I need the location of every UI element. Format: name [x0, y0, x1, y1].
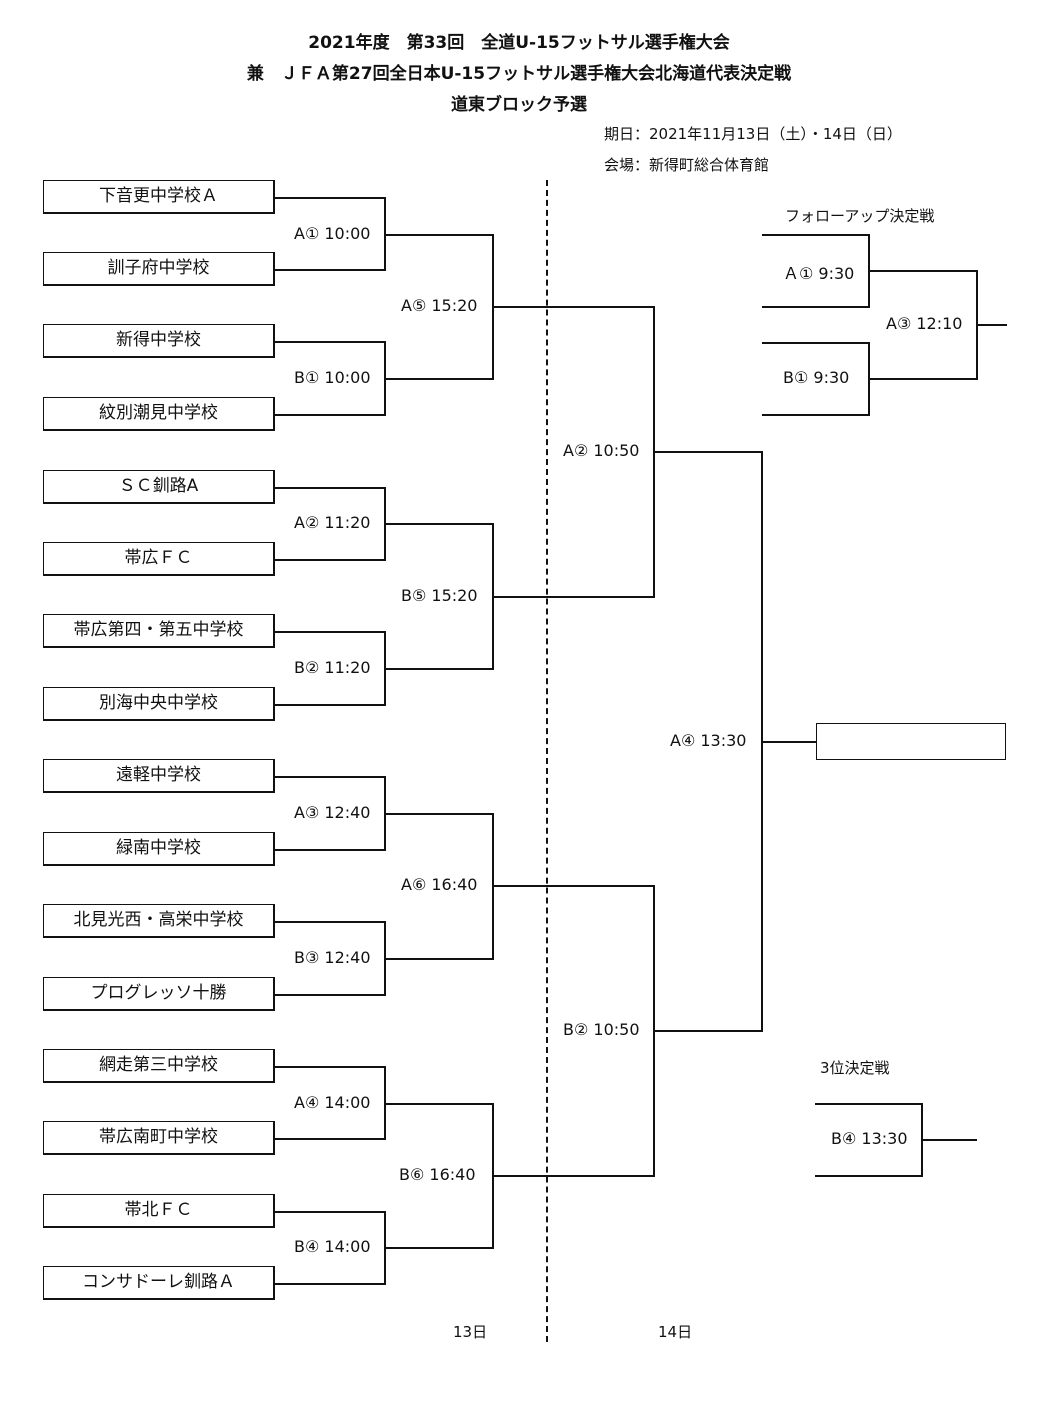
match-label: B② 11:20 — [294, 658, 371, 677]
team-box: 北見光西・高栄中学校 — [43, 904, 275, 938]
bracket-line — [976, 324, 1007, 326]
bracket-line — [384, 668, 493, 670]
day-1-label: 13日 — [453, 1323, 488, 1341]
bracket-line — [275, 921, 385, 923]
match-label: A⑤ 15:20 — [401, 296, 478, 315]
title-line-2: 兼 ＪＦＡ第27回全日本U-15フットサル選手権大会北海道代表決定戦 — [246, 64, 792, 84]
bracket-line — [815, 1103, 922, 1105]
bracket-line — [275, 849, 385, 851]
bracket-line — [815, 1175, 922, 1177]
match-label: A⑥ 16:40 — [401, 875, 478, 894]
match-label: B⑤ 15:20 — [401, 586, 478, 605]
day-divider — [546, 180, 548, 1342]
bracket-line — [275, 1066, 385, 1068]
team-box: 別海中央中学校 — [43, 687, 275, 721]
bracket-line — [384, 234, 493, 236]
bracket-line — [275, 269, 385, 271]
team-box: 帯広南町中学校 — [43, 1121, 275, 1155]
bracket-line — [275, 487, 385, 489]
match-label: B④ 14:00 — [294, 1237, 371, 1256]
bracket-line — [384, 1103, 493, 1105]
match-label: B① 10:00 — [294, 368, 371, 387]
day-2-label: 14日 — [658, 1323, 693, 1341]
bracket-line — [868, 270, 977, 272]
bracket-line — [384, 378, 493, 380]
bracket-line — [653, 451, 762, 453]
bracket-line — [275, 994, 385, 996]
bracket-line — [868, 378, 977, 380]
team-box: 紋別潮見中学校 — [43, 397, 275, 431]
match-label: A③ 12:40 — [294, 803, 371, 822]
bracket-line — [653, 1030, 762, 1032]
match-label: A④ 14:00 — [294, 1093, 371, 1112]
bracket-line — [921, 1139, 977, 1141]
match-label: B⑥ 16:40 — [399, 1165, 476, 1184]
match-label: A② 11:20 — [294, 513, 371, 532]
bracket-line — [275, 559, 385, 561]
bracket-line — [762, 342, 869, 344]
bracket-line — [384, 523, 493, 525]
bracket-line — [492, 596, 654, 598]
followup-match-label: A③ 12:10 — [886, 314, 963, 333]
bracket-line — [762, 234, 869, 236]
bracket-line — [275, 1211, 385, 1213]
match-label: B③ 12:40 — [294, 948, 371, 967]
bracket-line — [275, 197, 385, 199]
team-box: 帯広ＦＣ — [43, 542, 275, 576]
team-box: コンサドーレ釧路Ａ — [43, 1266, 275, 1300]
match-label: A① 10:00 — [294, 224, 371, 243]
team-box: プログレッソ十勝 — [43, 977, 275, 1011]
bracket-line — [275, 414, 385, 416]
bracket-line — [762, 306, 869, 308]
bracket-line — [275, 776, 385, 778]
match-label: A② 10:50 — [563, 441, 640, 460]
third-place-title: 3位決定戦 — [820, 1059, 890, 1077]
title-line-1: 2021年度 第33回 全道U-15フットサル選手権大会 — [308, 33, 730, 53]
bracket-line — [492, 1175, 654, 1177]
third-place-match-label: B④ 13:30 — [831, 1129, 908, 1148]
team-box: 新得中学校 — [43, 324, 275, 358]
champion-box — [816, 723, 1006, 760]
bracket-line — [384, 1247, 493, 1249]
bracket-line — [275, 1283, 385, 1285]
bracket-line — [761, 741, 817, 743]
team-box: 緑南中学校 — [43, 832, 275, 866]
bracket-line — [492, 885, 654, 887]
followup-title: フォローアップ決定戦 — [785, 207, 935, 225]
team-box: 遠軽中学校 — [43, 759, 275, 793]
team-box: 下音更中学校Ａ — [43, 180, 275, 214]
team-box: 訓子府中学校 — [43, 252, 275, 286]
bracket-line — [492, 306, 654, 308]
bracket-line — [384, 813, 493, 815]
bracket-line — [275, 1138, 385, 1140]
match-label: B② 10:50 — [563, 1020, 640, 1039]
team-box: ＳＣ釧路A — [43, 470, 275, 504]
event-venue: 会場：新得町総合体育館 — [604, 156, 770, 174]
event-date: 期日：2021年11月13日（土）・14日（日） — [604, 125, 902, 143]
bracket-line — [275, 341, 385, 343]
final-match-label: A④ 13:30 — [670, 731, 747, 750]
bracket-line — [275, 631, 385, 633]
team-box: 帯北ＦＣ — [43, 1194, 275, 1228]
team-box: 帯広第四・第五中学校 — [43, 614, 275, 648]
bracket-line — [762, 414, 869, 416]
bracket-line — [275, 704, 385, 706]
followup-match-label: B① 9:30 — [783, 368, 850, 387]
title-line-3: 道東ブロック予選 — [451, 95, 587, 115]
bracket-line — [384, 958, 493, 960]
team-box: 網走第三中学校 — [43, 1049, 275, 1083]
followup-match-label: Ａ① 9:30 — [783, 264, 855, 283]
